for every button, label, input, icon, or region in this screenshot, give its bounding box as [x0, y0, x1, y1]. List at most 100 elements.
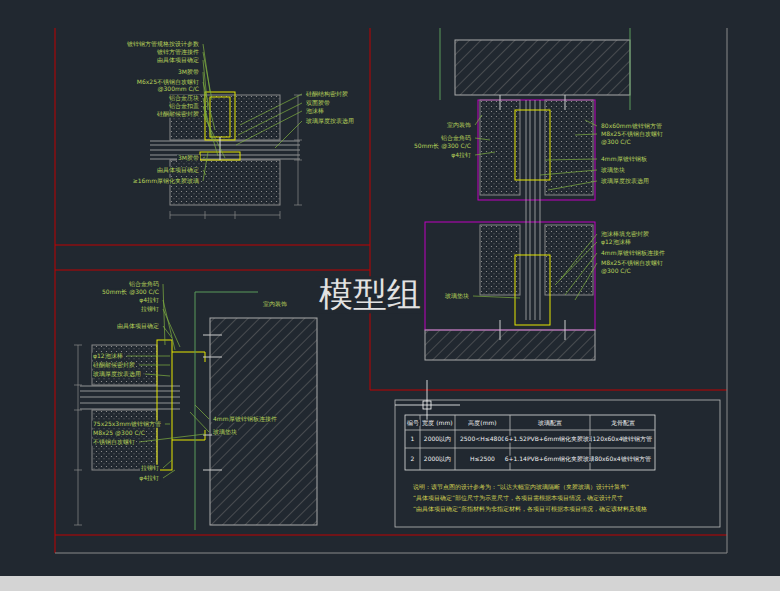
top-left-detail: [150, 92, 302, 219]
callout-label: 玻璃垫块: [212, 429, 238, 436]
callout-label: 玻璃厚度按表选用: [92, 371, 142, 378]
callout-label: M8x25不锈钢自攻螺钉: [600, 131, 664, 138]
callout-label: ≥16mm厚钢化夹胶玻璃: [132, 178, 200, 185]
callout-label: 3M胶带: [177, 69, 200, 76]
callout-label: 拉铆钉: [140, 465, 160, 472]
callout-label: 75x25x3mm镀锌钢方管: [92, 421, 162, 428]
callout-label: 80x60mm镀锌钢方管: [600, 123, 663, 130]
leader-line: [127, 356, 170, 357]
leader-line: [195, 405, 209, 419]
callout-label: 室内装饰: [262, 301, 288, 308]
callout-label: 铝合金扣盖: [168, 103, 200, 110]
callout-label: 玻璃厚度按表选用: [600, 178, 650, 185]
leader-line: [203, 106, 218, 156]
note-text: “由具体项目确定”所指材料为非指定材料，各项目可根据本项目情况，确定该材料及规格: [412, 506, 648, 513]
callout-label: M8x25 @300 C/C: [92, 430, 146, 437]
leader-line: [163, 460, 172, 468]
callout-label: 硅酮耐候密封胶: [92, 362, 136, 369]
leader-line: [473, 296, 520, 298]
callout-label: 50mm长 @300 C/C: [101, 289, 160, 296]
table-cell: 6+1.14PVB+6mm钢化夹胶玻璃: [504, 456, 597, 463]
table-cell: 龙骨配置: [610, 419, 636, 426]
leader-line: [163, 309, 180, 347]
callout-label: 由具体项目确定: [156, 57, 200, 64]
callout-label: 铝合金压块: [168, 95, 200, 102]
callout-label: 4mm厚镀锌钢板: [600, 156, 648, 163]
table-cell: 80x60x4镀锌钢方管: [593, 456, 651, 463]
leader-line: [560, 234, 597, 280]
callout-label: M6x25不锈钢自攻螺钉: [136, 79, 200, 86]
callout-label: 拉铆钉: [140, 306, 160, 313]
callout-label: 铝合金角码: [440, 135, 472, 142]
bottom-left-detail: [74, 292, 317, 530]
callout-label: 硅酮耐候密封胶: [156, 111, 200, 118]
leader-line: [548, 181, 597, 190]
leader-line: [545, 159, 597, 160]
callout-label: 镀锌钢方管规格按设计参数: [126, 41, 200, 48]
table-cell: 2000以内: [423, 456, 452, 463]
leader-line: [475, 115, 482, 125]
table-cell: 高度(mm): [467, 419, 497, 426]
table-cell: 编号: [406, 419, 420, 426]
app-strip: [0, 576, 780, 591]
table-cell: 宽度 (mm): [421, 419, 453, 426]
sheet-border: [727, 28, 728, 553]
leader-line: [163, 470, 175, 478]
watermark: 模型组: [316, 276, 424, 313]
callout-label: 由具体项目确定: [116, 323, 160, 330]
leader-line: [139, 434, 205, 442]
callout-label: 不锈钢自攻螺钉: [92, 439, 136, 446]
table-cell: 1: [410, 436, 416, 443]
leader-line: [475, 152, 495, 155]
leader-line: [163, 300, 175, 350]
callout-label: 由具体项目确定: [156, 167, 200, 174]
table-cell: 2: [410, 456, 416, 463]
callout-label: 硅酮结构密封胶: [305, 91, 349, 98]
table-cell: 120x60x4镀锌钢方管: [591, 436, 653, 443]
leader-line: [203, 152, 208, 181]
callout-label: 泡沫棒填充密封胶: [600, 231, 650, 238]
leader-line: [165, 424, 170, 425]
callout-label: 玻璃垫块: [444, 293, 470, 300]
callout-label: φ12泡沫棒: [92, 353, 124, 360]
callout-label: 4mm厚镀锌钢板连接件: [212, 416, 278, 423]
leader-line: [203, 157, 205, 158]
callout-label: 双面胶带: [305, 100, 331, 107]
callout-label: @300mm C/C: [157, 86, 200, 93]
leader-line: [236, 111, 302, 145]
sheet-frame: [55, 28, 727, 553]
callout-label: 玻璃厚度按表选用: [305, 118, 355, 125]
leader-line: [585, 120, 597, 126]
callout-label: 50mm长 @300 C/C: [413, 143, 472, 150]
table-cell: H≤2500: [469, 456, 496, 463]
leader-line: [555, 242, 597, 285]
leader-line: [203, 114, 225, 158]
callout-label: φ4拉钉: [138, 475, 160, 482]
cursor: [395, 380, 460, 425]
callout-label: 玻璃垫块: [600, 167, 626, 174]
leader-line: [565, 253, 597, 295]
note-text: “具体项目确定”部位尺寸为示意尺寸，各项目需根据本项目情况，确定设计尺寸: [412, 495, 624, 502]
callout-label: @300 C/C: [600, 139, 632, 146]
sheet-border: [55, 553, 727, 554]
table-cell: 2500<H≤4800: [459, 436, 506, 443]
table-cell: 6+1.52PVB+6mm钢化夹胶玻璃: [504, 436, 597, 443]
callout-label: 3M胶带: [177, 155, 200, 162]
leader-line: [240, 94, 302, 125]
leader-line: [163, 326, 172, 338]
table-cell: 2000以内: [423, 436, 452, 443]
callout-label: φ4拉钉: [138, 297, 160, 304]
leader-line: [190, 412, 209, 432]
leader-line: [203, 98, 212, 140]
leader-line: [475, 138, 490, 140]
callout-label: @300 C/C: [600, 268, 632, 275]
callout-label: φ4拉钉: [450, 152, 472, 159]
leader-line: [163, 284, 165, 345]
leader-line: [203, 72, 206, 120]
callout-label: 室内装饰: [446, 122, 472, 129]
leader-line: [575, 134, 597, 135]
leader-line: [540, 170, 597, 175]
top-right-detail: [425, 28, 630, 360]
table-cell: 玻璃配置: [537, 419, 563, 426]
